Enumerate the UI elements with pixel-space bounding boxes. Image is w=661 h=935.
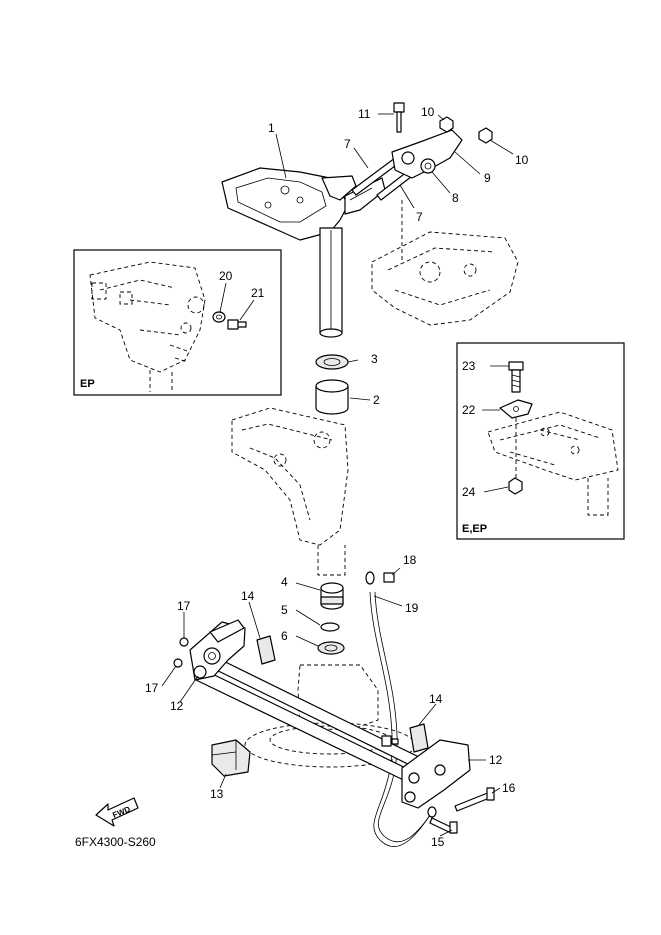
callout-17-upper: 17	[177, 599, 191, 613]
callout-10-right: 10	[515, 153, 529, 167]
lower-collar-parts	[317, 582, 345, 655]
callout-18: 18	[403, 553, 417, 567]
callout-6: 6	[281, 629, 288, 643]
callouts: 1 2 3 4 5 6 7 7 8 9 10 10 11 12 12 13 14…	[145, 105, 529, 849]
steering-shaft	[319, 227, 343, 338]
callout-2: 2	[373, 393, 380, 407]
callout-4: 4	[281, 575, 288, 589]
callout-22: 22	[462, 403, 476, 417]
right-clamp-bracket	[381, 723, 495, 834]
steering-arm	[221, 167, 386, 241]
inset-ep: EP	[73, 249, 282, 396]
fwd-arrow-icon: FWD	[95, 797, 139, 827]
callout-12-left: 12	[170, 699, 184, 713]
callout-23: 23	[462, 359, 476, 373]
callout-12-right: 12	[489, 753, 503, 767]
callout-13: 13	[210, 787, 224, 801]
callout-14-right: 14	[429, 692, 443, 706]
bushing-and-seal	[315, 354, 349, 415]
callout-9: 9	[484, 171, 491, 185]
callout-21: 21	[251, 286, 265, 300]
callout-11: 11	[358, 107, 371, 121]
callout-20: 20	[219, 269, 233, 283]
swivel-bracket-ghost	[231, 407, 349, 576]
bracket-ghost	[371, 200, 519, 326]
callout-7-upper: 7	[344, 137, 351, 151]
callout-24: 24	[462, 485, 476, 499]
diagram-code: 6FX4300-S260	[75, 835, 156, 849]
callout-19: 19	[405, 601, 419, 615]
callout-1: 1	[268, 121, 275, 135]
callout-5: 5	[281, 603, 288, 617]
callout-16: 16	[502, 781, 516, 795]
callout-15: 15	[431, 835, 445, 849]
mount-cushion	[211, 739, 251, 777]
left-clamp-bracket	[173, 619, 276, 681]
callout-10-upper: 10	[421, 105, 435, 119]
upper-mount-bracket	[391, 102, 493, 179]
callout-14-left: 14	[241, 589, 255, 603]
ground-lead	[365, 571, 435, 847]
callout-17-lower: 17	[145, 681, 159, 695]
inset-label-ep: EP	[80, 378, 95, 390]
leader-lines	[161, 113, 514, 837]
inset-e-ep: E,EP	[456, 342, 625, 540]
callout-8: 8	[452, 191, 459, 205]
inset-label-e-ep: E,EP	[462, 523, 487, 535]
callout-7-lower: 7	[416, 210, 423, 224]
callout-3: 3	[371, 352, 378, 366]
